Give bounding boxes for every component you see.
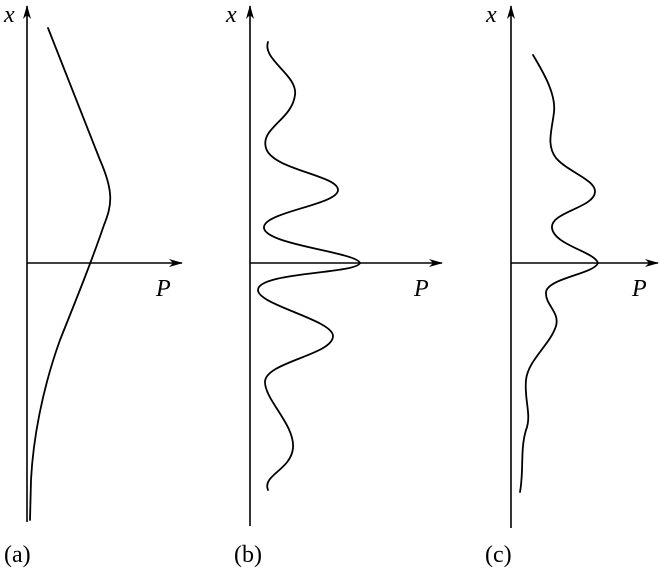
panel-caption: (b) [234,542,262,568]
probability-curve [257,41,361,491]
panel-caption: (c) [485,542,512,568]
x-axis-label: x [225,2,237,28]
p-axis-label: P [631,276,647,302]
p-axis-label: P [413,276,429,302]
panel-c: x P (c) [485,2,659,568]
panel-a: x P (a) [3,2,183,568]
panel-caption: (a) [4,542,31,568]
x-axis-label: x [485,2,497,28]
probability-curve [519,54,599,493]
x-axis-label: x [3,2,15,28]
probability-curve [29,27,112,521]
p-axis-label: P [155,276,171,302]
panel-b: x P (b) [225,2,443,568]
